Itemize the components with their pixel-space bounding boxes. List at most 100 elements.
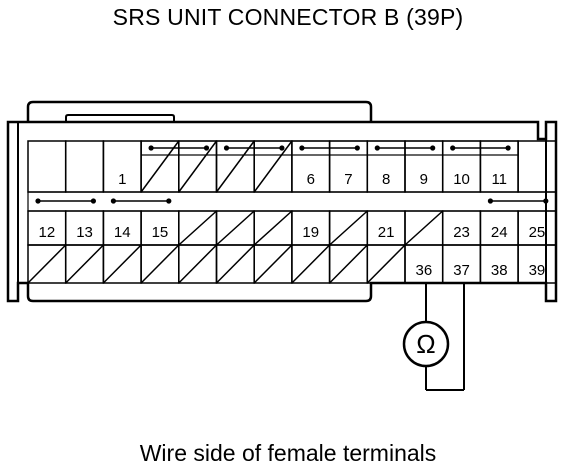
shorting-bar-end (35, 198, 41, 204)
terminal-cell: 39 (517, 244, 557, 284)
connector-housing (6, 100, 558, 303)
terminal-cell (27, 140, 67, 193)
shorting-bar-end (203, 145, 210, 151)
terminal-cell-border (517, 244, 557, 284)
unused-terminal-slash (65, 244, 104, 284)
shorting-bar (35, 198, 96, 204)
unused-terminal-slash (102, 244, 142, 284)
unused-terminal-slash (366, 244, 406, 284)
shorting-bar-end (354, 145, 360, 151)
terminal-cell: 25 (517, 210, 557, 246)
shorting-bar-end (148, 145, 154, 151)
unused-terminal-slash (27, 244, 67, 284)
shorting-bar (110, 198, 172, 204)
unused-terminal-slash (253, 244, 293, 284)
unused-terminal-slash (178, 140, 218, 193)
terminal-cell (64, 244, 105, 284)
terminal-number: 21 (378, 224, 395, 241)
terminal-cell (215, 210, 255, 246)
unused-terminal-slash (178, 210, 218, 246)
terminal-number: 23 (453, 224, 470, 241)
terminal-number: 9 (420, 171, 428, 188)
unused-terminal-slash (178, 244, 218, 284)
ohmmeter-circle (402, 320, 450, 368)
terminal-cell (178, 244, 218, 284)
ohm-symbol: Ω (416, 329, 435, 359)
terminal-number: 36 (416, 262, 433, 279)
shorting-bar-end (279, 145, 285, 151)
terminal-cell (102, 244, 142, 284)
diagram-caption: Wire side of female terminals (139, 440, 437, 466)
terminal-cell (517, 140, 557, 193)
shorting-bar (223, 145, 285, 151)
terminal-cell (253, 244, 293, 284)
terminal-number: 12 (39, 224, 56, 241)
shorting-bars (27, 140, 557, 212)
shorting-bar-end (90, 198, 96, 204)
terminal-cell-border (64, 140, 105, 193)
terminal-cell: 36 (404, 244, 444, 284)
connector-shell (6, 120, 558, 303)
shorting-bar (450, 145, 511, 151)
terminal-number: 11 (491, 171, 507, 188)
diagram-title: SRS UNIT CONNECTOR B (39P) (112, 4, 464, 30)
terminal-cell (140, 244, 180, 284)
terminal-number: 15 (152, 224, 169, 241)
terminal-number: 13 (76, 224, 93, 241)
unused-terminal-slash (253, 210, 293, 246)
shorting-bar-end (430, 145, 436, 151)
terminal-cell (215, 244, 255, 284)
terminal-cell-border (517, 140, 557, 193)
shorting-bar-end (223, 145, 230, 151)
unused-terminal-slash (215, 244, 255, 284)
terminal-cell (291, 244, 331, 284)
shorting-bar (487, 198, 549, 204)
terminal-cell: 1 (102, 140, 142, 193)
terminal-cell (27, 244, 67, 284)
terminal-grid: 1 6 7 8 9 10 11 12 13 14 15 19 21 23 24 25 36 37 38 39 (27, 140, 557, 284)
terminal-number: 39 (529, 262, 546, 279)
terminal-cell (253, 210, 293, 246)
terminal-number: 7 (344, 171, 352, 188)
terminal-number: 19 (302, 224, 319, 241)
shorting-bar-end (374, 145, 380, 151)
unused-terminal-slash (140, 140, 180, 193)
terminal-number: 6 (307, 171, 315, 188)
terminal-cell: 19 (291, 210, 331, 246)
unused-terminal-slash (215, 210, 255, 246)
shorting-bar-end (543, 198, 549, 204)
terminal-number: 14 (114, 224, 131, 241)
shorting-bar-end (110, 198, 116, 204)
terminal-cell: 13 (64, 210, 105, 246)
locking-tab-inner (65, 114, 175, 122)
terminal-number: 37 (453, 262, 470, 279)
shorting-bar-end (487, 198, 493, 204)
terminal-cell (328, 210, 369, 246)
terminal-number: 38 (491, 262, 508, 279)
shorting-bar-end (299, 145, 305, 151)
unused-terminal-slash (215, 140, 255, 193)
unused-terminal-slash (253, 140, 293, 193)
terminal-number: 1 (118, 171, 126, 188)
terminal-number: 8 (382, 171, 390, 188)
terminal-cell: 23 (441, 210, 482, 246)
terminal-cell: 14 (102, 210, 142, 246)
unused-terminal-slash (329, 244, 368, 284)
row1-header-strip (140, 140, 519, 156)
terminal-cell (328, 244, 369, 284)
terminal-number: 10 (453, 171, 470, 188)
terminal-cell (178, 210, 218, 246)
row2-header-strip (27, 191, 557, 212)
terminal-cell: 12 (27, 210, 67, 246)
locking-tab (26, 100, 373, 122)
terminal-cell: 37 (441, 244, 482, 284)
shorting-bar-end (450, 145, 456, 151)
unused-terminal-slash (140, 244, 180, 284)
shorting-bar (374, 145, 436, 151)
terminal-cell: 15 (140, 210, 180, 246)
ohmmeter: Ω (402, 284, 465, 391)
terminal-cell (366, 244, 406, 284)
terminal-number: 24 (491, 224, 508, 241)
shorting-bar (148, 145, 210, 151)
